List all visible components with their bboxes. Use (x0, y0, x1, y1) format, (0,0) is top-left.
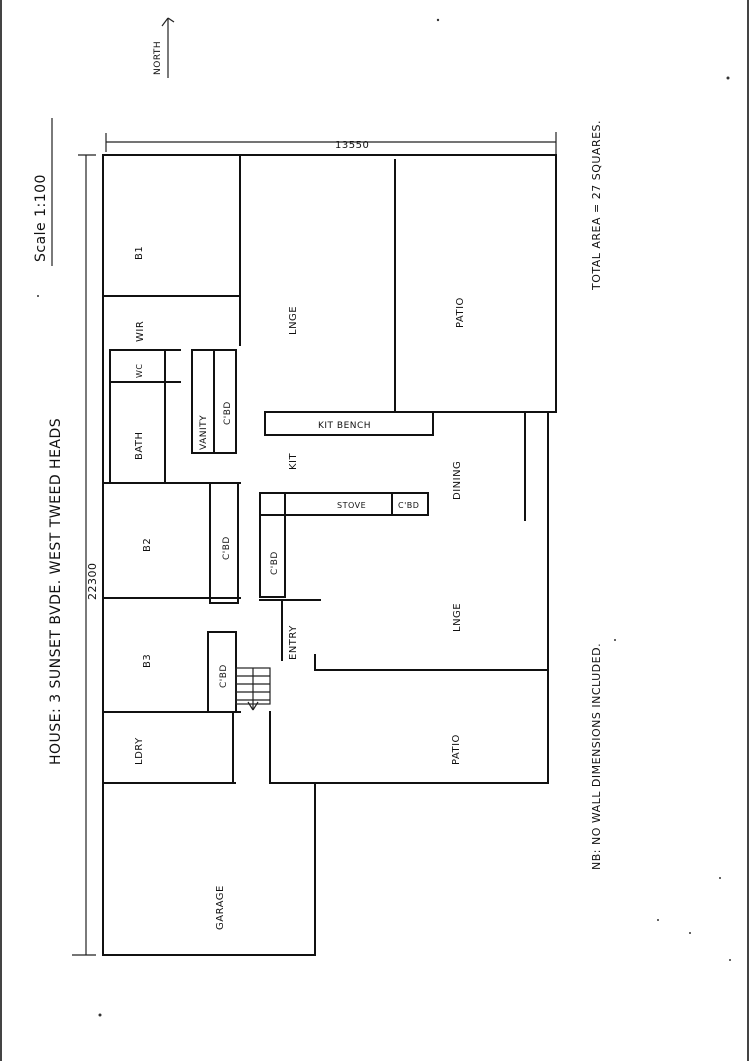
total-area-label: TOTAL AREA = 27 SQUARES. (590, 120, 603, 291)
walls (102, 154, 557, 956)
svg-text:LNGE: LNGE (288, 306, 299, 335)
svg-text:NB: NO WALL DIMENSIONS INCLUDE: NB: NO WALL DIMENSIONS INCLUDED. (590, 643, 603, 870)
room-cbd-b2: C'BD (222, 536, 232, 560)
svg-text:22300: 22300 (86, 563, 99, 601)
room-cbd-b3: C'BD (219, 664, 229, 688)
room-vanity: VANITY (199, 415, 209, 450)
north-arrow: NORTH (153, 17, 175, 78)
svg-text:PATIO: PATIO (451, 734, 462, 765)
room-garage: GARAGE (215, 885, 226, 930)
svg-text:NORTH: NORTH (153, 41, 163, 75)
svg-text:WIR: WIR (135, 321, 146, 342)
room-cbd-bath: C'BD (223, 401, 233, 425)
room-entry: ENTRY (288, 625, 299, 660)
room-dining: DINING (452, 461, 463, 500)
svg-text:PATIO: PATIO (455, 297, 466, 328)
svg-text:KIT: KIT (288, 452, 299, 470)
room-lnge-mid: LNGE (452, 603, 463, 632)
scale-label: Scale 1:100 (33, 174, 49, 262)
room-bath: BATH (134, 431, 145, 460)
svg-text:B2: B2 (142, 538, 153, 552)
svg-text:TOTAL AREA = 27 SQUARES.: TOTAL AREA = 27 SQUARES. (590, 120, 603, 291)
room-wc: WC (135, 364, 144, 379)
room-ldry: LDRY (134, 737, 145, 765)
width-dimension: 13550 (105, 132, 557, 156)
svg-text:VANITY: VANITY (199, 415, 209, 450)
room-b1: B1 (134, 246, 145, 260)
svg-text:C'BD: C'BD (222, 536, 232, 560)
svg-text:LNGE: LNGE (452, 603, 463, 632)
room-cbd-kit: C'BD (270, 551, 280, 575)
svg-text:DINING: DINING (452, 461, 463, 500)
svg-text:GARAGE: GARAGE (215, 885, 226, 930)
room-kit: KIT (288, 452, 299, 470)
svg-text:LDRY: LDRY (134, 737, 145, 765)
svg-text:C'BD: C'BD (223, 401, 233, 425)
svg-text:Scale 1:100: Scale 1:100 (33, 174, 49, 262)
room-patio-top: PATIO (455, 297, 466, 328)
svg-text:KIT BENCH: KIT BENCH (318, 421, 371, 431)
room-kit-bench: KIT BENCH (318, 421, 371, 431)
svg-text:C'BD: C'BD (398, 501, 419, 510)
entry-stairs (235, 667, 271, 711)
svg-text:HOUSE: 3 SUNSET BVDE. WEST T: HOUSE: 3 SUNSET BVDE. WEST TWEED HEADS (48, 418, 64, 765)
svg-text:B3: B3 (142, 654, 153, 668)
room-lnge-top: LNGE (288, 306, 299, 335)
room-patio-bottom: PATIO (451, 734, 462, 765)
room-b2: B2 (142, 538, 153, 552)
svg-text:B1: B1 (134, 246, 145, 260)
svg-text:13550: 13550 (335, 140, 369, 151)
scan-specks (37, 18, 731, 1017)
svg-text:STOVE: STOVE (337, 501, 366, 510)
house-title: HOUSE: 3 SUNSET BVDE. WEST TWEED HEADS (48, 418, 64, 765)
room-cbd-stove: C'BD (398, 501, 419, 510)
svg-text:WC: WC (135, 364, 144, 379)
length-dimension: 22300 (72, 154, 99, 956)
room-b3: B3 (142, 654, 153, 668)
wall-note: NB: NO WALL DIMENSIONS INCLUDED. (590, 643, 603, 870)
svg-text:BATH: BATH (134, 431, 145, 460)
room-stove: STOVE (337, 501, 366, 510)
svg-text:C'BD: C'BD (219, 664, 229, 688)
room-wir: WIR (135, 321, 146, 342)
svg-text:ENTRY: ENTRY (288, 625, 299, 660)
svg-text:C'BD: C'BD (270, 551, 280, 575)
